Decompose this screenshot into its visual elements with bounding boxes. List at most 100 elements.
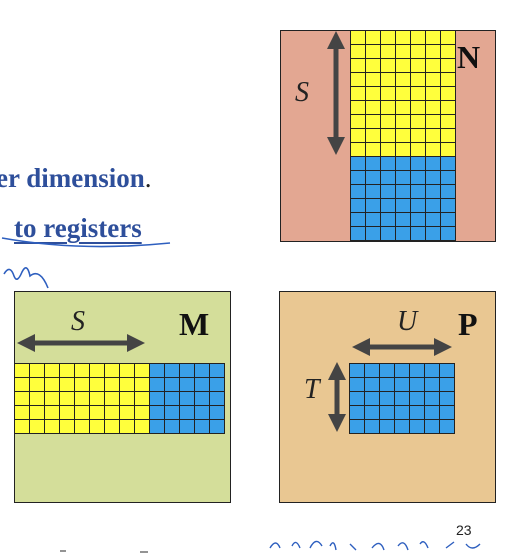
matrix-cell — [194, 419, 210, 434]
matrix-cell — [395, 86, 411, 101]
matrix-cell — [149, 363, 165, 378]
matrix-cell — [164, 405, 180, 420]
matrix-m: M S — [14, 291, 231, 503]
matrix-cell — [440, 226, 456, 241]
matrix-cell — [89, 419, 105, 434]
matrix-cell — [395, 156, 411, 171]
matrix-cell — [364, 419, 380, 434]
matrix-cell — [380, 128, 396, 143]
matrix-cell — [59, 363, 75, 378]
matrix-cell — [209, 405, 225, 420]
matrix-cell — [440, 128, 456, 143]
matrix-cell — [44, 377, 60, 392]
matrix-n-grid — [350, 30, 456, 241]
matrix-cell — [425, 184, 441, 199]
matrix-cell — [104, 377, 120, 392]
matrix-cell — [425, 58, 441, 73]
matrix-cell — [134, 377, 150, 392]
matrix-cell — [44, 363, 60, 378]
matrix-cell — [29, 363, 45, 378]
matrix-cell — [440, 142, 456, 157]
matrix-cell — [179, 377, 195, 392]
matrix-cell — [179, 419, 195, 434]
matrix-cell — [29, 419, 45, 434]
matrix-cell — [395, 226, 411, 241]
matrix-cell — [409, 405, 425, 420]
matrix-cell — [380, 170, 396, 185]
matrix-cell — [164, 377, 180, 392]
matrix-cell — [395, 72, 411, 87]
matrix-cell — [365, 128, 381, 143]
matrix-cell — [119, 391, 135, 406]
bullet-text-line-2: to registers — [14, 213, 142, 244]
matrix-cell — [44, 405, 60, 420]
matrix-cell — [395, 30, 411, 45]
matrix-cell — [440, 86, 456, 101]
matrix-cell — [194, 405, 210, 420]
matrix-p-label: P — [458, 306, 478, 342]
matrix-cell — [14, 391, 30, 406]
matrix-cell — [194, 391, 210, 406]
vertical-double-arrow-p — [328, 362, 346, 432]
matrix-cell — [425, 212, 441, 227]
matrix-cell — [380, 114, 396, 129]
matrix-cell — [29, 391, 45, 406]
matrix-n-dim-label: S — [295, 77, 309, 108]
matrix-cell — [440, 114, 456, 129]
horizontal-double-arrow-m — [17, 334, 145, 352]
matrix-cell — [349, 363, 365, 378]
matrix-cell — [350, 30, 366, 45]
matrix-cell — [424, 391, 440, 406]
matrix-cell — [395, 184, 411, 199]
matrix-cell — [149, 377, 165, 392]
matrix-cell — [440, 72, 456, 87]
matrix-cell — [380, 198, 396, 213]
registers-text: to registers — [14, 213, 142, 243]
matrix-cell — [395, 198, 411, 213]
matrix-cell — [44, 391, 60, 406]
matrix-cell — [179, 363, 195, 378]
matrix-cell — [349, 419, 365, 434]
matrix-cell — [364, 391, 380, 406]
matrix-cell — [14, 363, 30, 378]
matrix-cell — [74, 405, 90, 420]
matrix-cell — [425, 226, 441, 241]
matrix-cell — [379, 377, 395, 392]
matrix-cell — [364, 405, 380, 420]
matrix-cell — [425, 44, 441, 59]
matrix-cell — [409, 377, 425, 392]
matrix-cell — [440, 156, 456, 171]
matrix-cell — [365, 100, 381, 115]
matrix-cell — [380, 142, 396, 157]
matrix-cell — [209, 391, 225, 406]
matrix-cell — [59, 419, 75, 434]
matrix-cell — [410, 142, 426, 157]
matrix-cell — [349, 377, 365, 392]
matrix-cell — [149, 405, 165, 420]
matrix-cell — [350, 198, 366, 213]
matrix-cell — [425, 72, 441, 87]
matrix-cell — [410, 184, 426, 199]
matrix-cell — [350, 226, 366, 241]
matrix-cell — [134, 391, 150, 406]
matrix-cell — [104, 419, 120, 434]
matrix-cell — [349, 405, 365, 420]
matrix-cell — [350, 170, 366, 185]
matrix-cell — [425, 128, 441, 143]
matrix-cell — [365, 86, 381, 101]
matrix-cell — [74, 391, 90, 406]
matrix-cell — [410, 44, 426, 59]
matrix-n-label: N — [457, 39, 481, 75]
matrix-cell — [440, 212, 456, 227]
matrix-cell — [365, 198, 381, 213]
matrix-cell — [380, 58, 396, 73]
matrix-cell — [350, 86, 366, 101]
matrix-cell — [365, 114, 381, 129]
matrix-cell — [439, 363, 455, 378]
matrix-cell — [410, 198, 426, 213]
matrix-cell — [349, 391, 365, 406]
matrix-cell — [365, 156, 381, 171]
matrix-cell — [395, 114, 411, 129]
matrix-cell — [119, 363, 135, 378]
